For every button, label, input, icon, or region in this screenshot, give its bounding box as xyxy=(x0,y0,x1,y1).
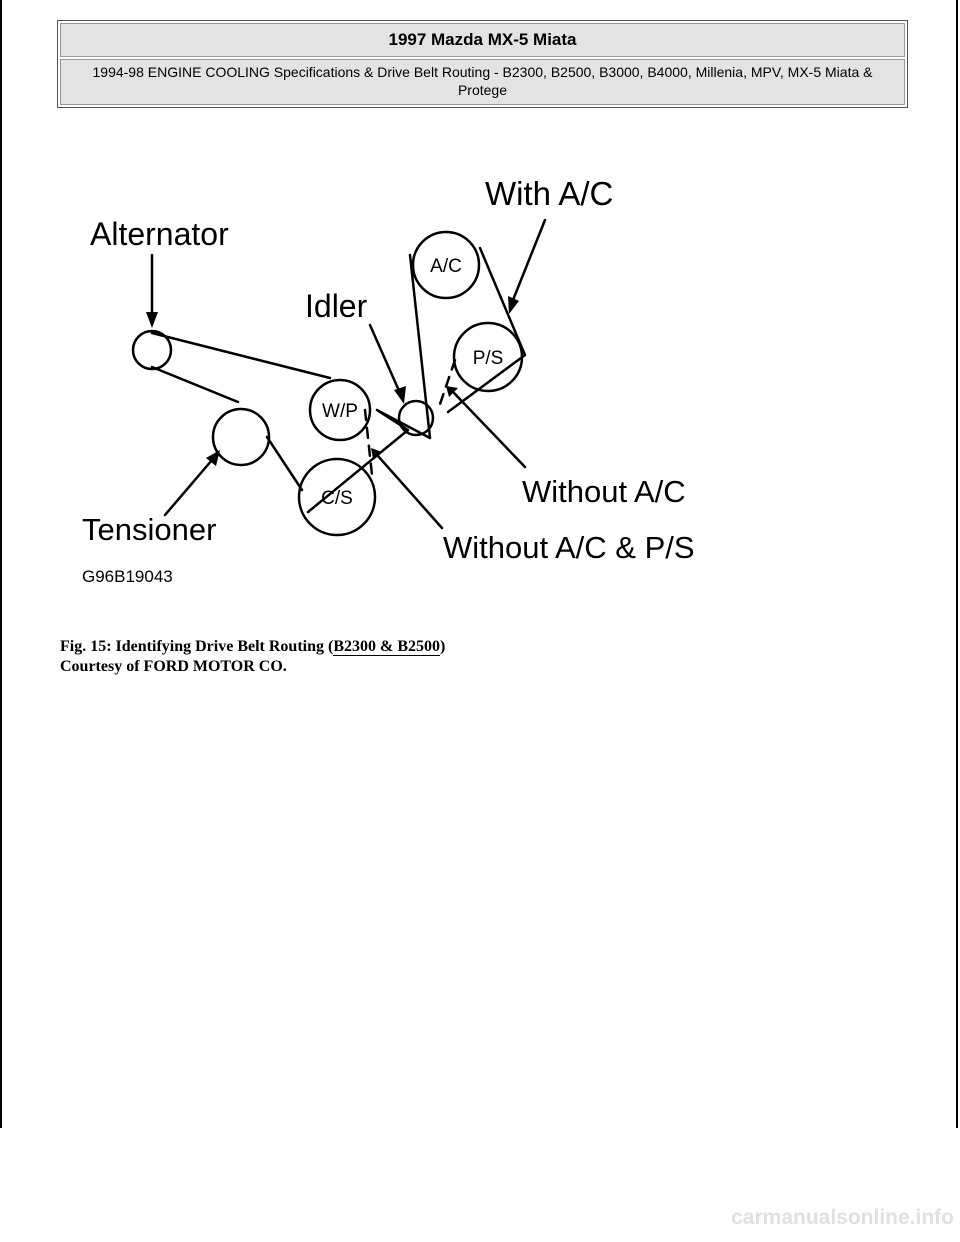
tensioner-arrow xyxy=(163,458,214,517)
header-title: 1997 Mazda MX-5 Miata xyxy=(60,23,905,57)
watermark-text: carmanualsonline.info xyxy=(731,1206,954,1229)
alternator-label: Alternator xyxy=(90,216,229,252)
water-pump-pulley xyxy=(308,378,372,442)
wp-pulley-label: W/P xyxy=(322,401,358,422)
without-ac-arrow xyxy=(452,391,527,469)
tensioner-pulley xyxy=(211,407,271,467)
with-ac-arrowhead xyxy=(508,296,519,314)
idler-arrowhead xyxy=(394,386,406,404)
idler-pulley xyxy=(397,399,435,437)
watermark-area: carmanualsonline.info xyxy=(0,1128,960,1242)
idler-label: Idler xyxy=(305,288,368,324)
belt-alternate-route xyxy=(363,358,457,477)
figure-code: G96B19043 xyxy=(82,567,173,586)
without-ac-label: Without A/C xyxy=(522,474,686,509)
power-steering-pulley xyxy=(452,321,524,393)
crankshaft-pulley xyxy=(297,457,377,537)
header-subtitle: 1994-98 ENGINE COOLING Specifications & … xyxy=(60,59,905,105)
with-ac-arrow xyxy=(511,218,547,302)
page-header: 1997 Mazda MX-5 Miata 1994-98 ENGINE COO… xyxy=(57,20,908,108)
figure-caption: Fig. 15: Identifying Drive Belt Routing … xyxy=(60,637,445,677)
alternator-arrowhead xyxy=(146,312,158,328)
caption-line-1: Fig. 15: Identifying Drive Belt Routing … xyxy=(60,637,445,657)
drive-belt-routing-diagram: With A/C Alternator Idler Without A/C Te… xyxy=(82,175,695,586)
without-ac-ps-arrowhead xyxy=(371,448,382,459)
idler-arrow xyxy=(368,323,402,395)
without-ac-arrowhead xyxy=(446,386,458,397)
ac-pulley xyxy=(411,230,481,300)
tensioner-arrowhead xyxy=(206,450,220,466)
without-ac-ps-label: Without A/C & P/S xyxy=(443,530,695,565)
cs-pulley-label: C/S xyxy=(321,488,353,509)
caption-line-2: Courtesy of FORD MOTOR CO. xyxy=(60,658,287,675)
belt-line xyxy=(150,246,527,514)
ac-pulley-label: A/C xyxy=(430,256,462,277)
alternator-pulley xyxy=(131,329,173,371)
tensioner-label: Tensioner xyxy=(82,512,216,547)
caption-model-link[interactable]: B2300 & B2500 xyxy=(333,638,440,656)
caption-prefix: Fig. 15: Identifying Drive Belt Routing … xyxy=(60,638,334,655)
ps-pulley-label: P/S xyxy=(473,348,504,369)
with-ac-label: With A/C xyxy=(485,175,613,212)
caption-suffix: ) xyxy=(440,638,446,655)
without-ac-ps-arrow xyxy=(376,454,444,530)
